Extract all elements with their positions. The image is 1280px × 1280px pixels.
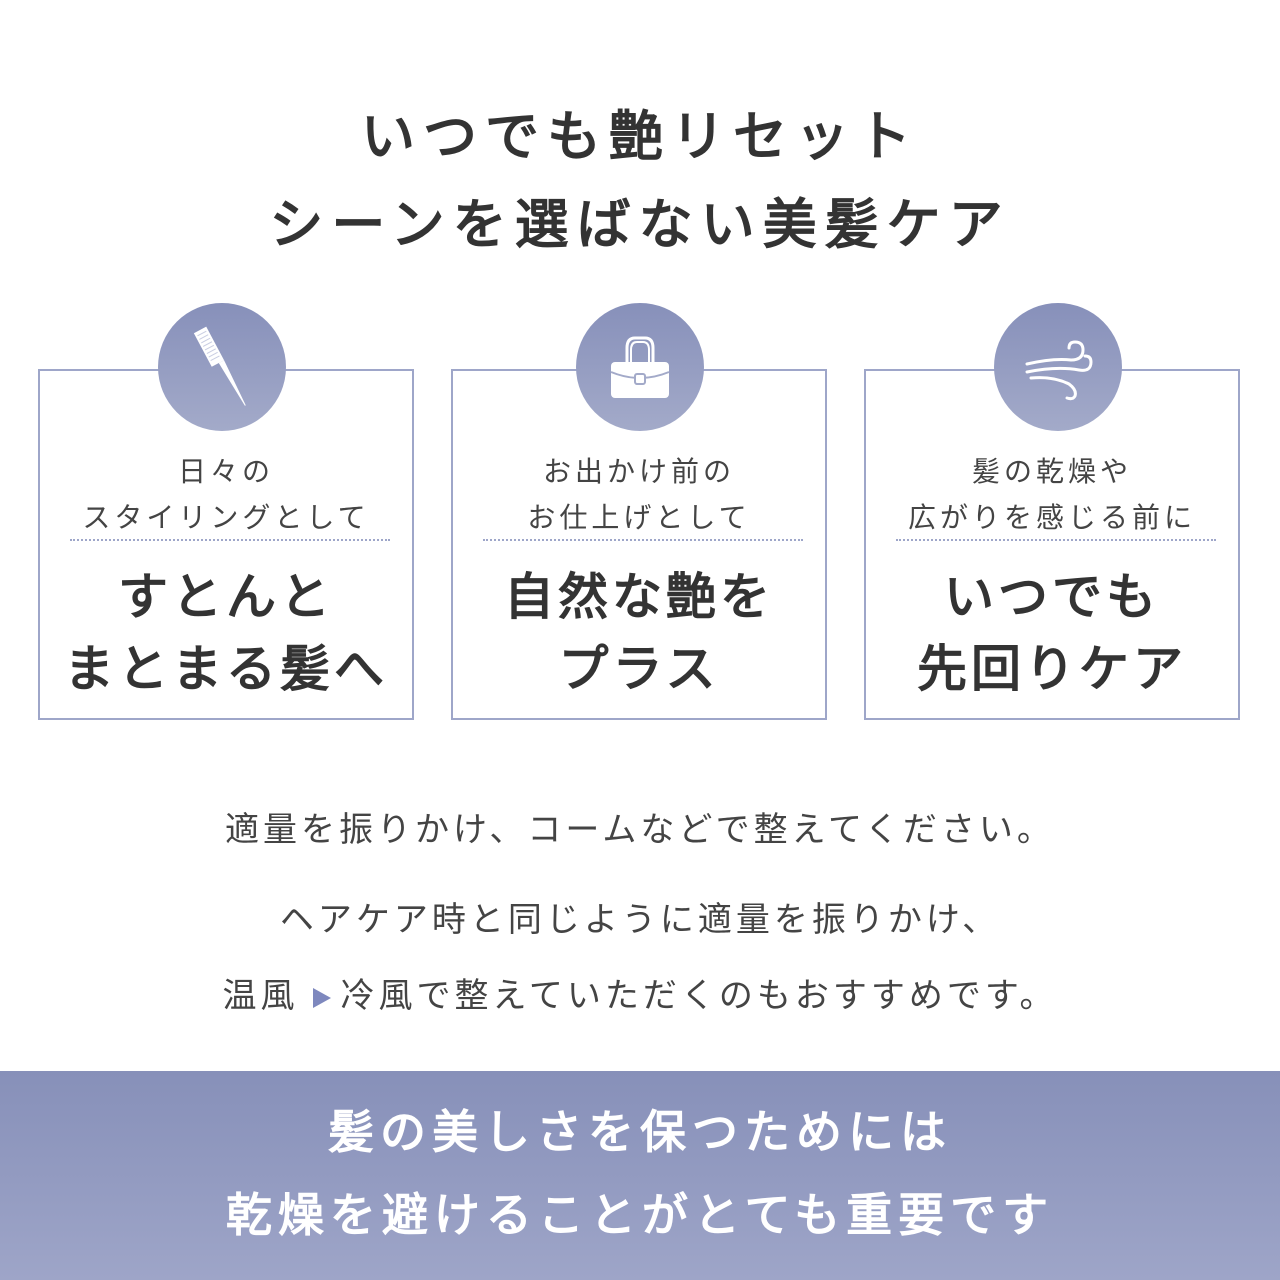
usage-instruction-2: ヘアケア時と同じように適量を振りかけ、: [279, 900, 1001, 940]
card-subtitle-line-2: スタイリングとして: [82, 501, 370, 534]
card-subtitle-line-2: 広がりを感じる前に: [907, 501, 1196, 534]
card-subtitle: 日々の スタイリングとして: [40, 449, 412, 541]
dotted-divider: [896, 539, 1216, 541]
handbag-icon: [610, 336, 670, 398]
card-headline-line-1: 自然な艶を: [504, 567, 774, 626]
dotted-divider: [483, 539, 803, 541]
card-headline-line-1: いつでも: [944, 567, 1160, 626]
usage-instruction-1: 適量を振りかけ、コームなどで整えてください。: [225, 810, 1055, 850]
handbag-icon-circle: [576, 303, 704, 431]
comb-icon: [193, 326, 246, 406]
card-headline: すとんと まとまる髪へ: [40, 561, 412, 705]
wind-icon: [1025, 340, 1093, 401]
wind-icon-circle: [994, 303, 1122, 431]
arrow-right-icon: [312, 988, 331, 1008]
cool-air-text: 冷風で整えていただくのもおすすめです。: [340, 976, 1058, 1016]
card-headline: 自然な艶を プラス: [453, 561, 825, 705]
card-headline-line-2: まとまる髪へ: [64, 639, 388, 698]
card-subtitle-line-1: 髪の乾燥や: [971, 455, 1132, 488]
scene-card-before-dryness: 髪の乾燥や 広がりを感じる前に いつでも 先回りケア: [864, 369, 1240, 720]
warm-air-label: 温風: [222, 976, 299, 1016]
card-subtitle: お出かけ前の お仕上げとして: [453, 449, 825, 541]
card-subtitle-line-1: お出かけ前の: [542, 455, 735, 488]
page-title-line-2: シーンを選ばない美髪ケア: [269, 192, 1011, 256]
card-subtitle: 髪の乾燥や 広がりを感じる前に: [866, 449, 1238, 541]
card-headline-line-2: プラス: [558, 639, 720, 698]
card-subtitle-line-2: お仕上げとして: [527, 501, 751, 534]
bottom-banner: 髪の美しさを保つためには 乾燥を避けることがとても重要です: [0, 1071, 1280, 1280]
card-headline-line-2: 先回りケア: [917, 639, 1187, 698]
card-subtitle-line-1: 日々の: [177, 455, 274, 488]
dotted-divider: [70, 539, 390, 541]
usage-instruction-3: 温風 冷風で整えていただくのもおすすめです。: [0, 968, 1280, 1017]
banner-line-2: 乾燥を避けることがとても重要です: [225, 1188, 1055, 1242]
card-headline: いつでも 先回りケア: [866, 561, 1238, 705]
banner-line-1: 髪の美しさを保つためには: [328, 1105, 952, 1159]
comb-icon-circle: [158, 303, 286, 431]
card-headline-line-1: すとんと: [118, 567, 334, 626]
page-title-line-1: いつでも艶リセット: [361, 104, 919, 168]
